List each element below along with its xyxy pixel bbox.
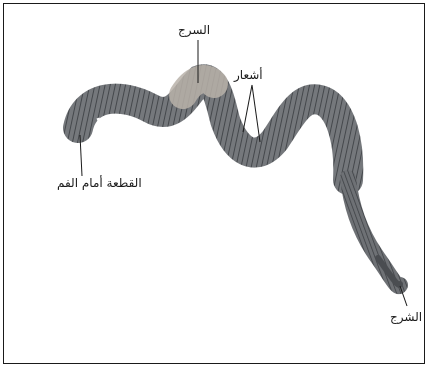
label-clitellum: السرج bbox=[178, 23, 211, 37]
leader-setae-b bbox=[251, 84, 261, 143]
label-anus: الشرج bbox=[390, 310, 423, 324]
leader-prostomium bbox=[79, 134, 83, 177]
leader-setae-a bbox=[242, 84, 253, 133]
worm-body bbox=[63, 64, 364, 195]
leader-anus bbox=[399, 285, 408, 307]
worm-tail bbox=[340, 170, 408, 295]
label-prostomium: القطعة أمام الفم bbox=[57, 176, 142, 190]
label-setae: أشعار bbox=[234, 68, 263, 82]
